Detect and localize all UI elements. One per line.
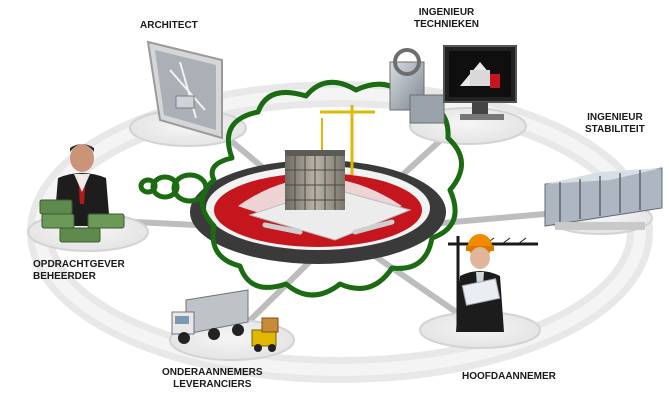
- central-building-icon: [248, 105, 412, 241]
- engineer-stability-icon: [544, 167, 663, 230]
- label-architect: ARCHITECT: [140, 20, 198, 31]
- label-subcontractors: ONDERAANNEMERS LEVERANCIERS: [162, 367, 263, 390]
- architect-monitor-icon: [146, 40, 223, 140]
- label-main-contractor: HOOFDAANNEMER: [462, 371, 556, 382]
- label-engineer-techniques: INGENIEUR TECHNIEKEN: [414, 7, 480, 30]
- client-businessman-icon: [39, 144, 125, 243]
- thought-cloud: [138, 79, 464, 298]
- main-contractor-icon: [448, 234, 538, 332]
- subcontractor-truck-icon: [171, 289, 279, 352]
- label-engineer-stability: INGENIEUR STABILITEIT: [585, 112, 645, 135]
- engineer-techniques-icon: [389, 45, 517, 124]
- label-client: OPDRACHTGEVER BEHEERDER: [33, 259, 125, 282]
